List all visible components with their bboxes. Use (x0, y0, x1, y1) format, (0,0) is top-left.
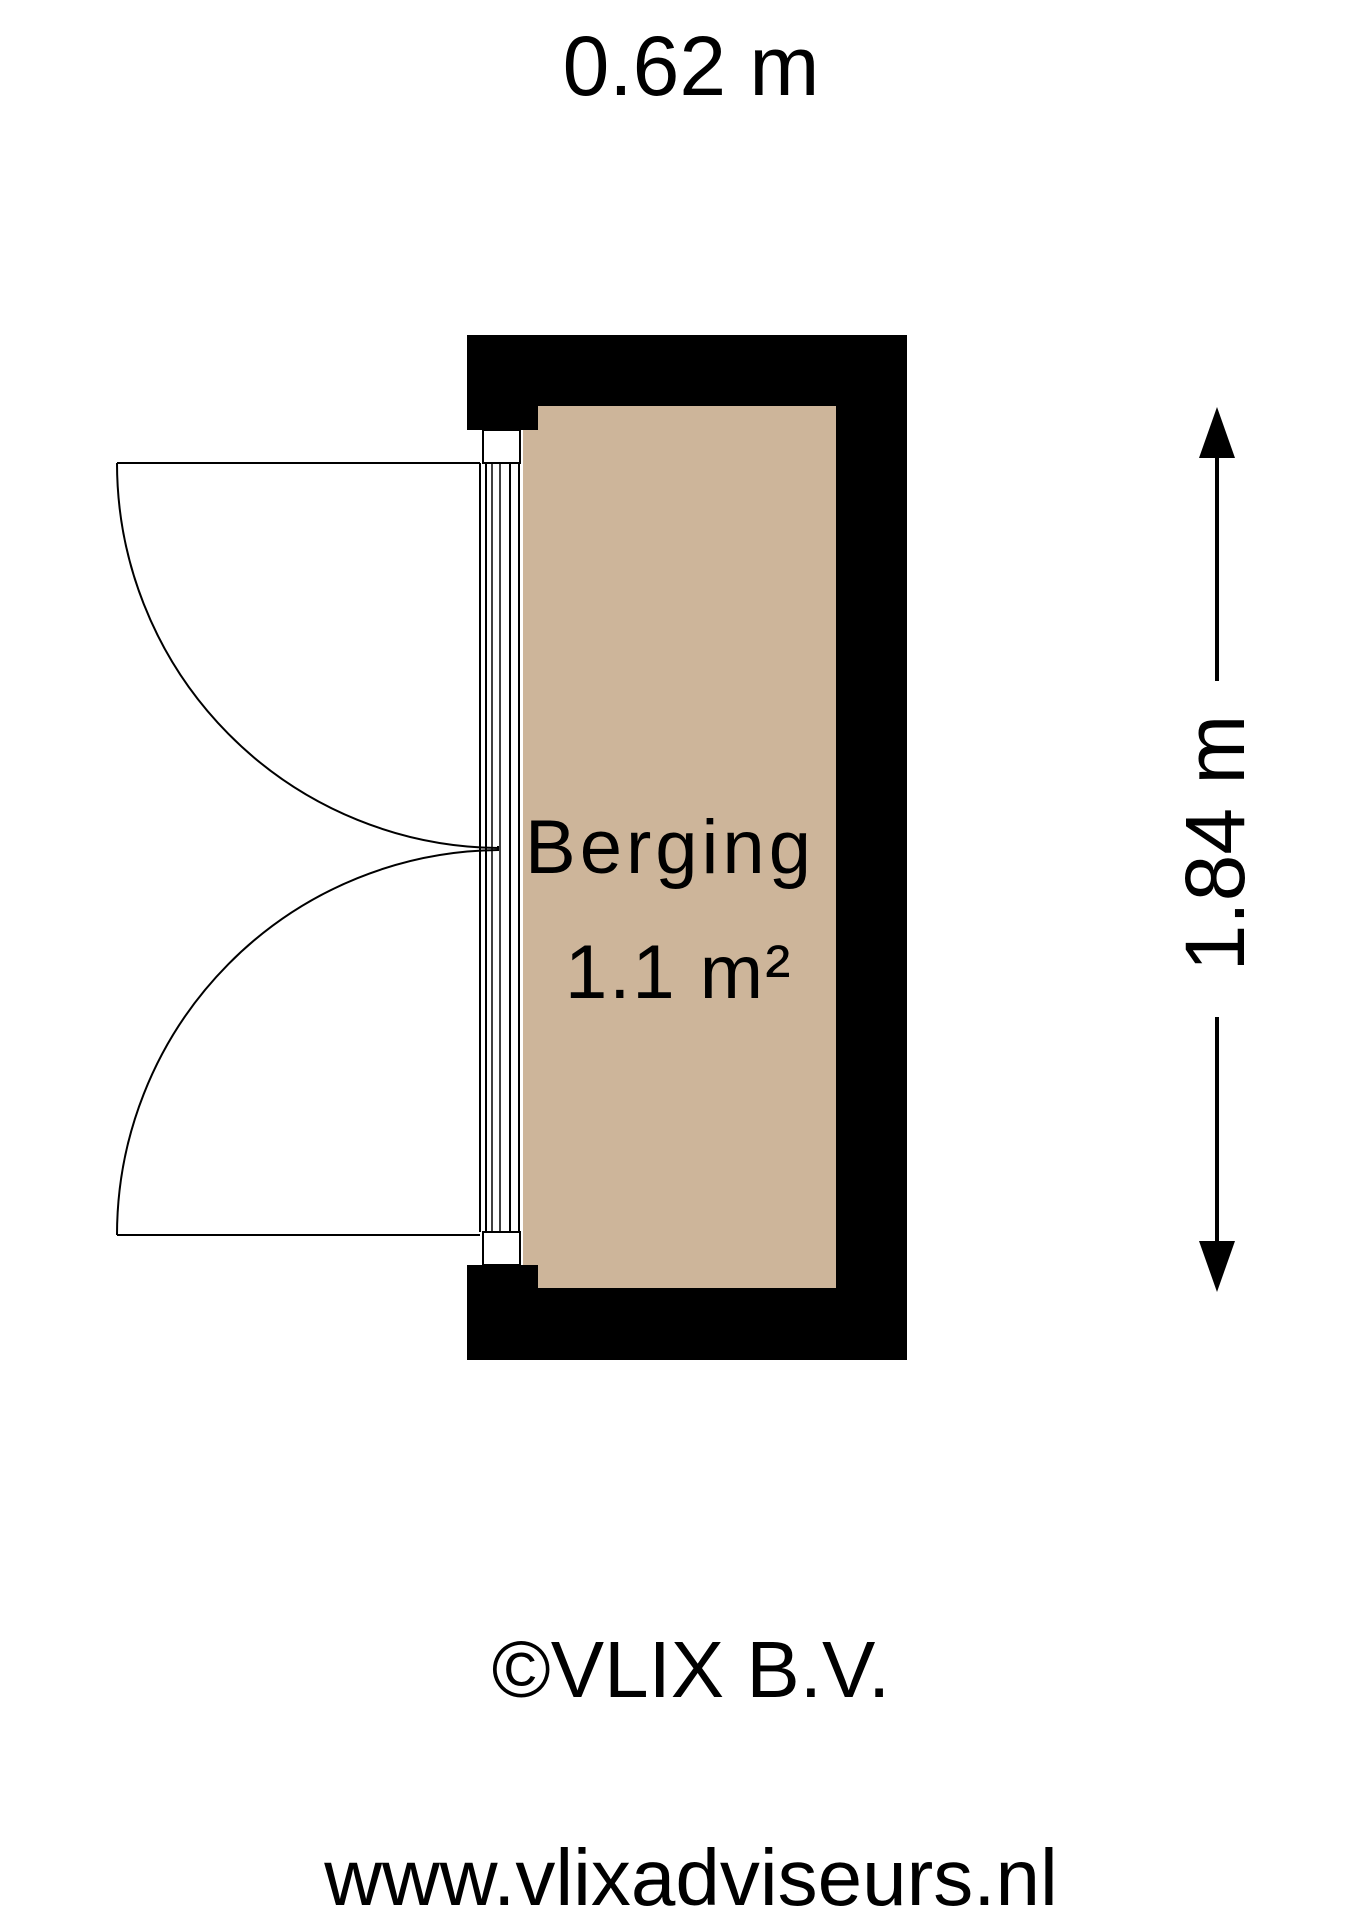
door-jamb-top (482, 429, 521, 464)
door-swing-lower (116, 849, 499, 1236)
arrow-up-icon (1199, 407, 1235, 458)
copyright-text: ©VLIX B.V. (491, 1625, 891, 1714)
door-swing-upper (116, 462, 499, 849)
door-strip-floor (523, 430, 538, 1265)
room-name: Berging (525, 805, 815, 890)
door-jamb-bottom (482, 1231, 521, 1266)
width-dimension-label: 0.62 m (562, 19, 820, 113)
room-area: 1.1 m² (565, 930, 793, 1015)
room-floor (538, 406, 836, 1288)
height-dimension-label: 1.84 m (1168, 714, 1262, 972)
arrow-down-icon (1199, 1241, 1235, 1292)
website-link[interactable]: www.vlixadviseurs.nl (324, 1833, 1058, 1922)
